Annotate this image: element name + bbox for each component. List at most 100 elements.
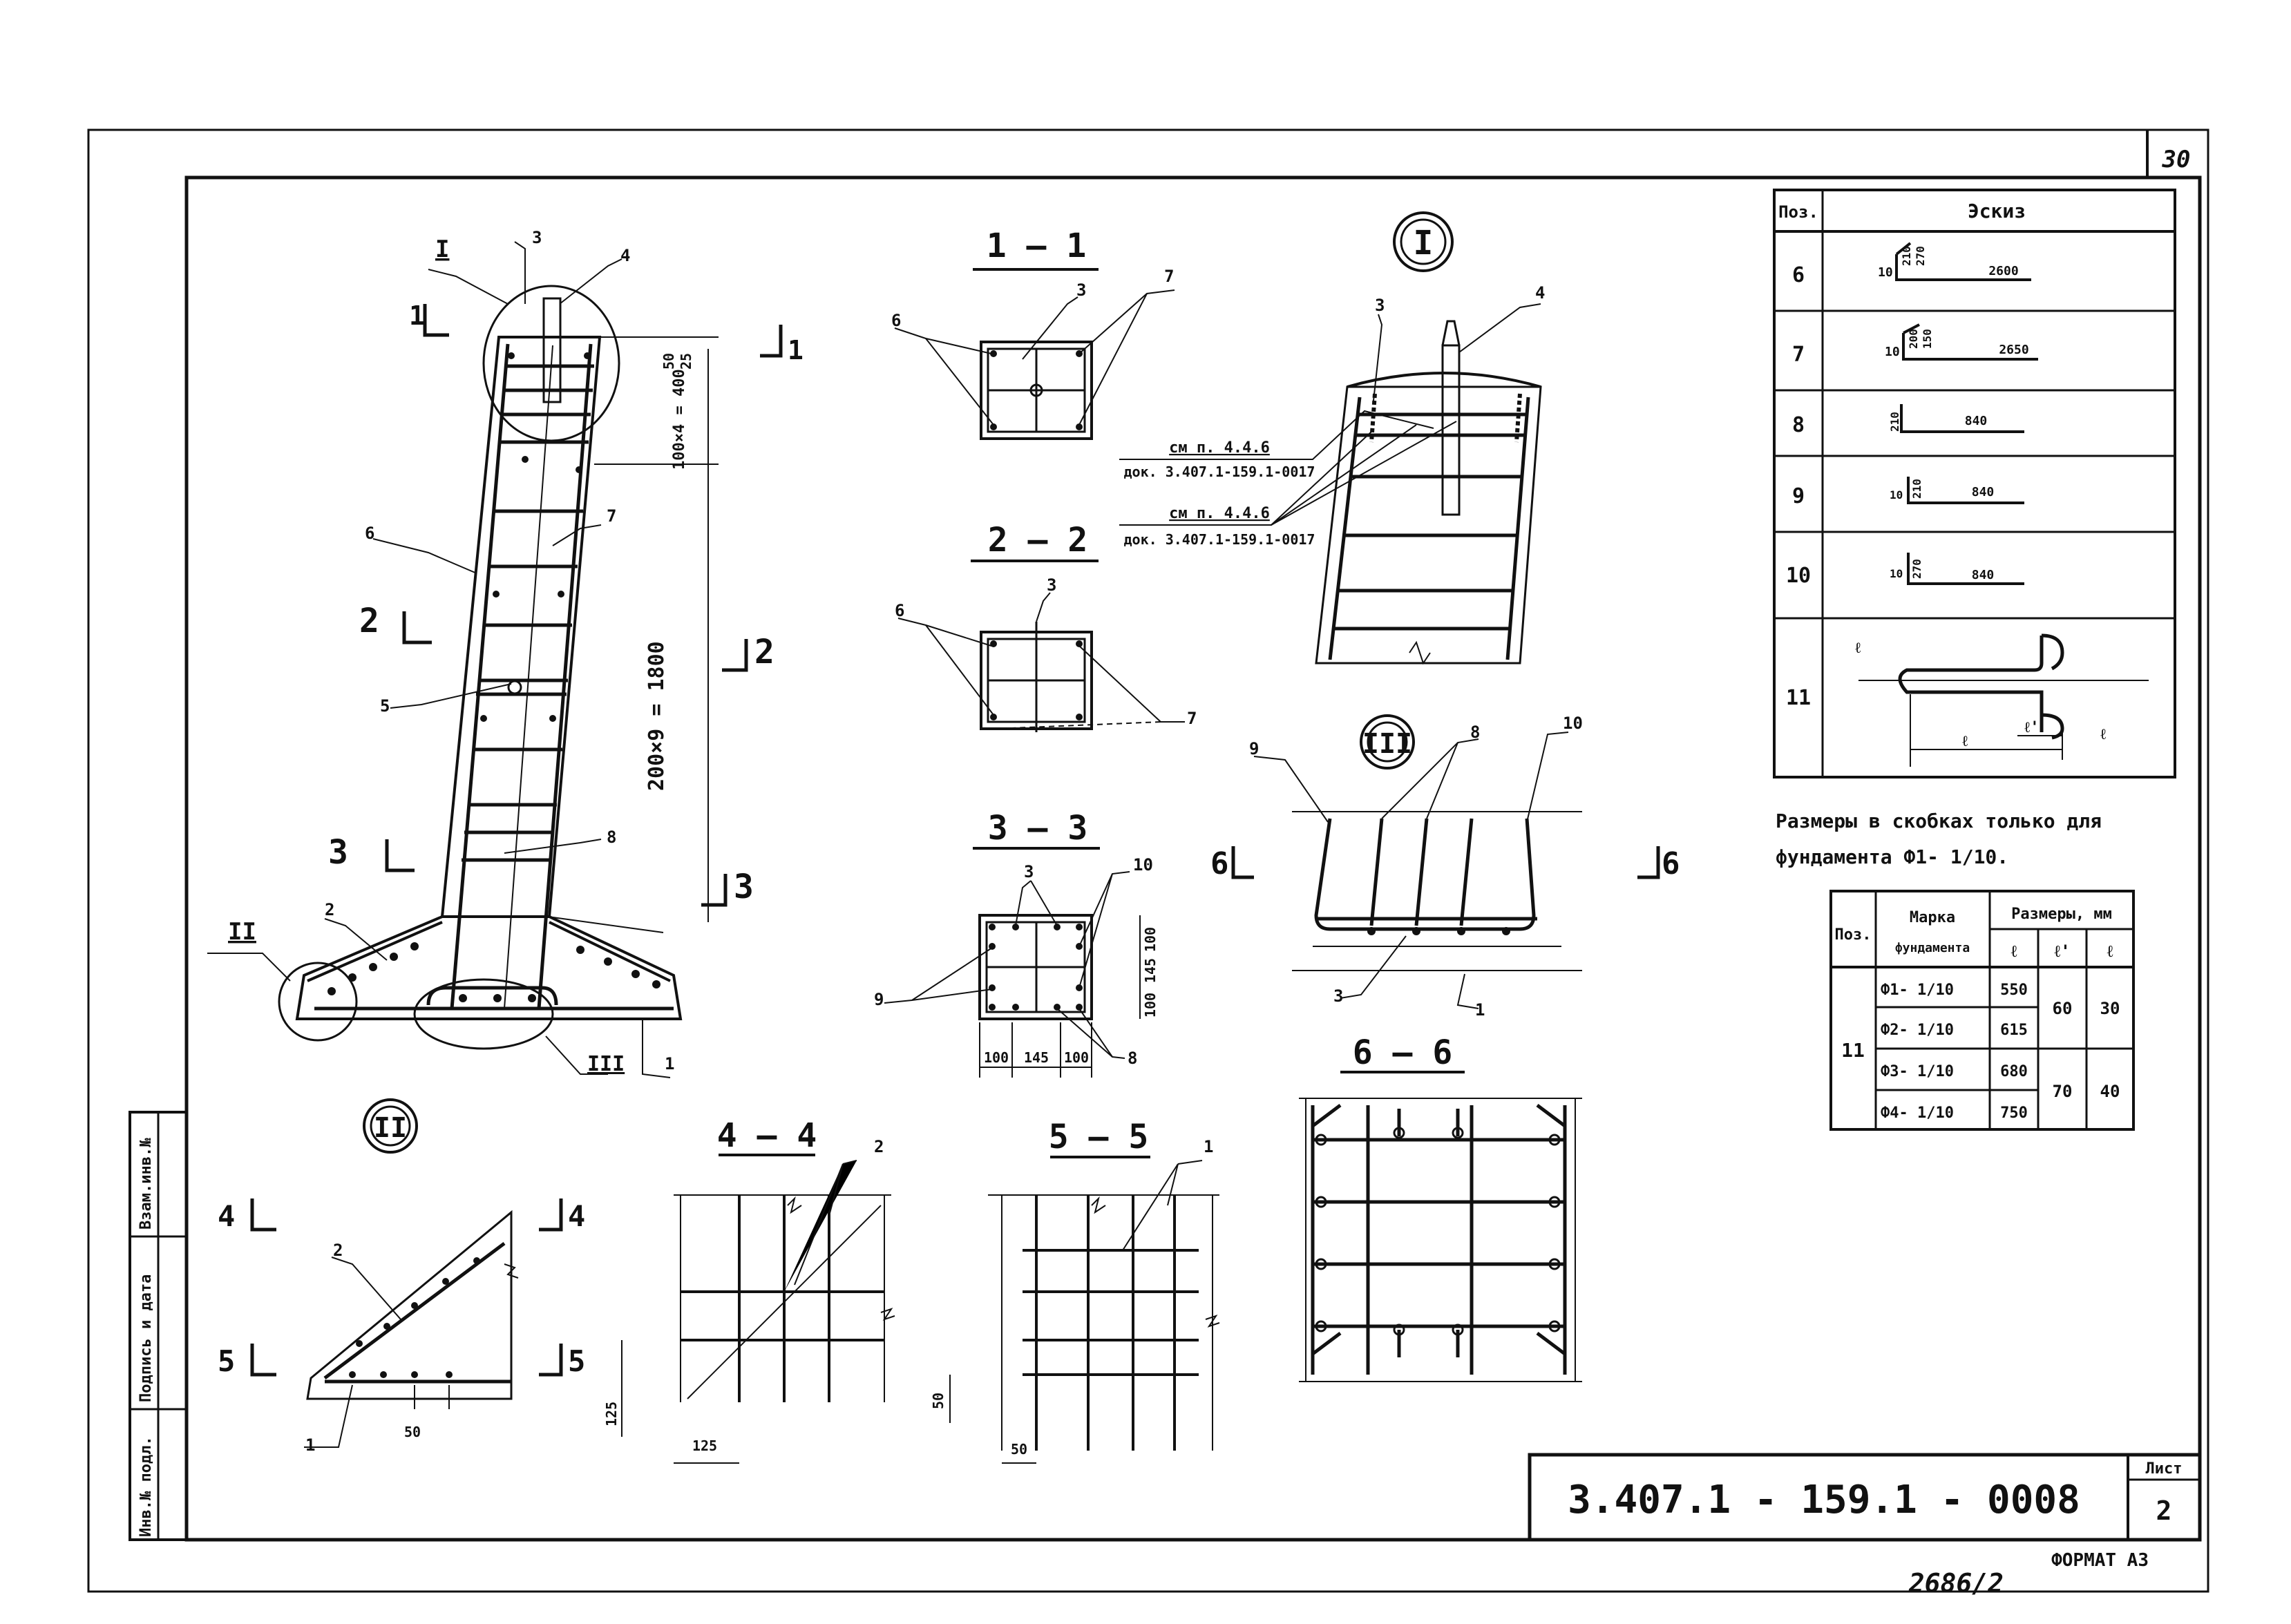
dims-l1-a: 60 [2053, 999, 2073, 1018]
sketch-row7-d3: 150 [1921, 329, 1934, 349]
dim-50: 50 [660, 353, 677, 370]
title-block: 3.407.1 - 159.1 - 0008 Лист 2 ФОРМАТ А3 … [1528, 1453, 2202, 1598]
node-III-label-3: 3 [1333, 986, 1343, 1006]
sketch-row9-len: 840 [1972, 485, 1995, 499]
section-1-left: 1 [409, 300, 425, 331]
s22-label-6: 6 [895, 601, 904, 620]
sketch-row11-l1: ℓ' [2024, 719, 2040, 736]
section-6-6: 6 — 6 [1299, 1033, 1582, 1382]
s44-dim-h: 125 [692, 1437, 717, 1454]
dims-row1-l: 550 [2000, 982, 2028, 999]
sketch-row6-len: 2600 [1988, 264, 2018, 278]
callout-1: 1 [665, 1054, 674, 1073]
section-3-left: 3 [328, 833, 348, 872]
node-I: I 3 4 см п. 4.4.6 док. 3.407.1-159.1-001… [1119, 211, 1545, 665]
sketch-row6-pos: 6 [1792, 263, 1805, 287]
s55-dim-h: 50 [1011, 1441, 1027, 1458]
stamp-sign-label: Подпись и дата [137, 1274, 155, 1402]
archive-number: 2686/2 [1908, 1568, 2004, 1598]
sketch-row6-d2: 210 [1900, 246, 1913, 266]
callout-3: 3 [532, 228, 542, 247]
dims-l1-b: 70 [2053, 1082, 2073, 1101]
section-3-right: 3 [734, 868, 754, 906]
callout-4: 4 [620, 246, 630, 265]
dims-row4-mark: Ф4- 1/10 [1881, 1105, 1954, 1122]
sketch-row6-d3: 270 [1914, 246, 1927, 266]
node-I-note2-line2: док. 3.407.1-159.1-0017 [1124, 531, 1315, 548]
dims-row1-mark: Ф1- 1/10 [1881, 982, 1954, 999]
s11-label-6: 6 [891, 311, 901, 330]
callout-node-I: I [435, 236, 449, 263]
stamp-inv-label: Инв.№ подл. [137, 1436, 155, 1537]
section-4-4: 4 — 4 2 125 125 [603, 1116, 895, 1464]
section-6-6-title: 6 — 6 [1353, 1033, 1453, 1072]
sketch-row11-l: ℓ [1962, 733, 1968, 750]
stirrups [462, 364, 594, 862]
dims-row2-l: 615 [2000, 1022, 2028, 1039]
node-I-note2-line1: см п. 4.4.6 [1169, 505, 1270, 522]
sketch-row9-pos: 9 [1792, 484, 1805, 508]
s33-dim-v1: 100 [1142, 927, 1159, 952]
s22-label-7: 7 [1187, 709, 1197, 728]
note: Размеры в скобках только для фундамента … [1776, 810, 2102, 868]
main-elevation: 25 50 100×4 = 400 200×9 = 1800 1 [207, 228, 804, 1078]
dims-header-pos: Поз. [1835, 926, 1872, 944]
stamp-replace-label: Взам.инв.№ [137, 1138, 155, 1230]
node-II-section-4-right: 4 [568, 1199, 585, 1233]
side-stamp: Инв.№ подл. Подпись и дата Взам.инв.№ [129, 1111, 188, 1541]
dims-header-mark-2: фундамента [1895, 941, 1970, 955]
sketch-row11-pos: 11 [1786, 686, 1811, 710]
section-4-4-title: 4 — 4 [717, 1116, 817, 1155]
section-3-3: 3 — 3 100 145 100 100 145 100 9 [874, 809, 1159, 1078]
sheet-number: 2 [2156, 1496, 2172, 1526]
node-III-title: III [1362, 728, 1412, 760]
sketch-row7-d2: 200 [1907, 329, 1920, 349]
dims-header-sizes: Размеры, мм [2011, 906, 2112, 923]
sketch-row10-d1: 10 [1890, 567, 1903, 580]
node-III-section-6-right: 6 [1662, 846, 1680, 881]
dims-l2-b: 40 [2100, 1082, 2120, 1101]
s33-dim-h1: 100 [984, 1049, 1009, 1066]
sheet-frame: 30 [87, 128, 2209, 1593]
node-III-label-10: 10 [1563, 714, 1583, 733]
node-I-label-3: 3 [1375, 296, 1385, 315]
s33-dim-h2: 145 [1024, 1049, 1049, 1066]
dim-25: 25 [678, 353, 694, 370]
dims-row4-l: 750 [2000, 1105, 2028, 1122]
dims-header-l1: ℓ' [2053, 942, 2070, 961]
sketch-row7-len: 2650 [1999, 343, 2028, 357]
s55-label-1: 1 [1204, 1137, 1213, 1156]
sketch-row9-d2: 210 [1910, 479, 1923, 499]
callout-7: 7 [607, 506, 616, 526]
node-III: III 6 6 9 8 10 3 1 [1210, 714, 1680, 1020]
callout-6: 6 [365, 524, 374, 543]
s33-dim-v2: 145 [1142, 958, 1159, 983]
sketch-header-pos: Поз. [1778, 202, 1818, 222]
page-number: 30 [2162, 146, 2191, 173]
section-1-1: 1 — 1 6 3 7 [891, 227, 1175, 440]
s11-label-7: 7 [1164, 267, 1174, 286]
dim-1800: 200×9 = 1800 [645, 641, 669, 791]
node-III-label-9: 9 [1249, 739, 1259, 758]
callout-node-II: II [228, 918, 256, 946]
dims-pos: 11 [1841, 1039, 1865, 1062]
dims-row3-mark: Ф3- 1/10 [1881, 1063, 1954, 1080]
s44-dim-v: 125 [603, 1402, 620, 1426]
node-II-section-5-right: 5 [568, 1344, 585, 1378]
sketch-table: Поз. Эскиз 6 10 210 270 2600 7 10 200 15… [1773, 189, 2176, 778]
section-1-right: 1 [788, 335, 804, 365]
section-2-2: 2 — 2 6 3 7 [895, 521, 1197, 732]
callout-node-III: III [587, 1052, 625, 1076]
s33-label-8: 8 [1128, 1049, 1137, 1068]
dims-header-l2: ℓ [2107, 942, 2113, 961]
section-2-left: 2 [359, 602, 379, 640]
sketch-row11-l-right: ℓ [2100, 726, 2106, 743]
s33-dim-v3: 100 [1142, 993, 1159, 1018]
sketch-row8-len: 840 [1965, 414, 1988, 428]
sheet-label: Лист [2146, 1460, 2183, 1478]
note-line1: Размеры в скобках только для [1776, 810, 2102, 832]
sketch-row10-pos: 10 [1786, 564, 1811, 588]
node-I-note1-line2: док. 3.407.1-159.1-0017 [1124, 464, 1315, 480]
section-3-3-title: 3 — 3 [988, 809, 1088, 848]
sketch-row6-d1: 10 [1878, 265, 1893, 280]
